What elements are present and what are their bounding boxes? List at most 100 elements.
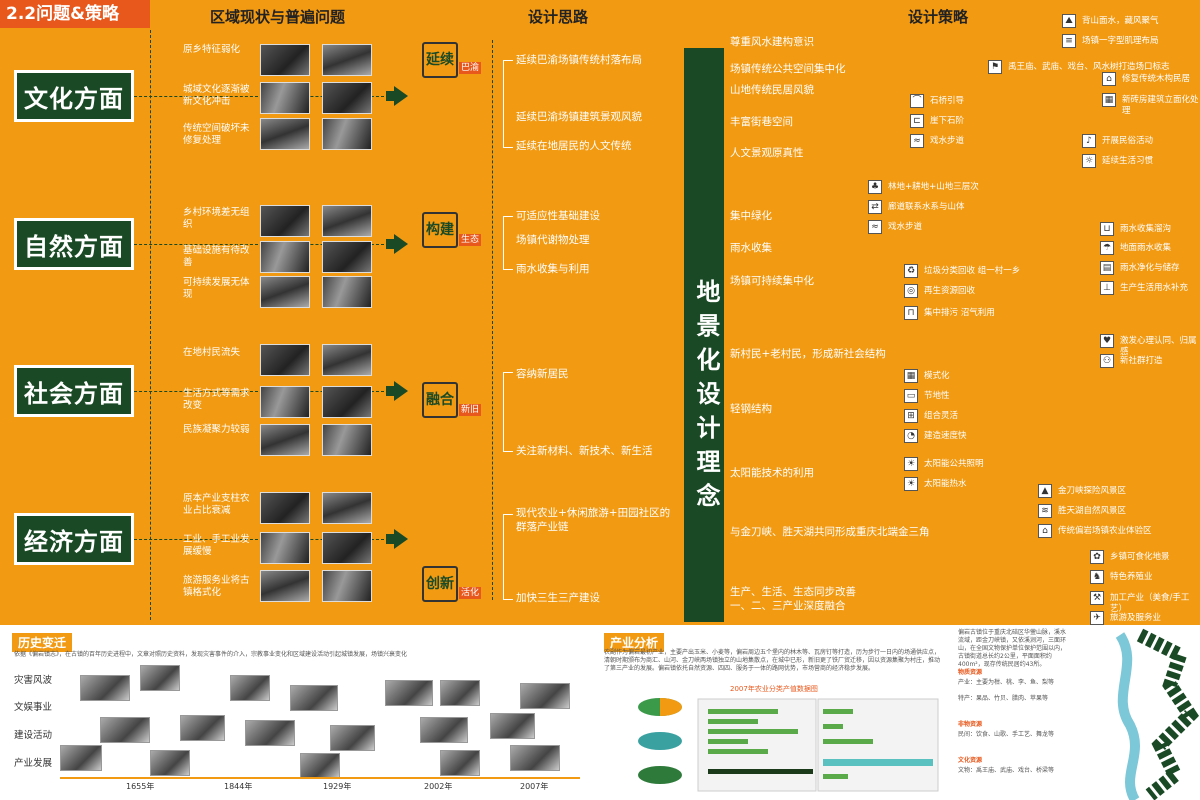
issue-text: 基础设施有待改善 (183, 245, 250, 268)
rain-icon: ☂ (1100, 241, 1114, 255)
timeline-axis (60, 777, 580, 779)
photo (260, 241, 310, 273)
bottom-panel: 历史变迁 依据《偏岩镇志》，在古镇的百年历史进程中，文章对照历史资料，发现灾害事… (0, 625, 1200, 800)
strategy-text: 集中绿化 (730, 210, 772, 222)
sub-strategy: 戏水步道 (930, 136, 965, 146)
idea-text: 延续巴渝场镇建筑景观风貌 (516, 111, 642, 123)
history-photo (490, 713, 535, 739)
strategy-text: 雨水收集 (730, 242, 772, 254)
idea-text: 关注新材料、新技术、新生活 (516, 445, 653, 457)
pie-slice (638, 766, 682, 784)
bracket (503, 372, 513, 452)
history-photo (520, 683, 570, 709)
theme-tag: 新旧 (459, 404, 482, 416)
stairs-icon: ⊏ (910, 114, 924, 128)
history-photo (245, 720, 295, 746)
photo (322, 386, 372, 418)
photo (260, 386, 310, 418)
theme-continue: 延续 (422, 42, 458, 78)
history-photo (290, 685, 338, 711)
bracket (503, 514, 513, 600)
sub-strategy: 节地性 (924, 391, 950, 401)
solar-icon: ☀ (904, 477, 918, 491)
sub-strategy: 建造速度快 (924, 431, 967, 441)
mountain-icon: ⛰ (1062, 14, 1076, 28)
strategy-text: 生产、生活、生态同步改善 (730, 586, 856, 598)
flag-icon: ⚑ (988, 60, 1002, 74)
sub-strategy: 加工产业（美食/手工艺） (1110, 593, 1190, 614)
row-label: 文娱事业 (14, 702, 53, 713)
bar (708, 719, 758, 724)
strategy-text: 一、二、三产业深度融合 (730, 600, 846, 612)
sub-strategy: 修复传统木构民居 (1122, 74, 1191, 84)
header-issues: 区域现状与普遍问题 (210, 8, 346, 26)
water-path-icon: ≈ (868, 220, 882, 234)
history-photo (60, 745, 102, 771)
category-economy: 经济方面 (14, 513, 134, 565)
arrow-head-icon (394, 234, 408, 254)
history-photo (140, 665, 180, 691)
industry-text: 农副作为偏岩最初产业，主要产出玉米、小麦等，偏岩周边五个堡内的林木等、瓦房钉等打… (604, 649, 941, 672)
bar (823, 724, 843, 729)
bar (823, 759, 933, 766)
history-photo (80, 675, 130, 701)
history-text: 依据《偏岩镇志》，在古镇的百年历史进程中，文章对照历史资料，发现灾害事件的介入，… (14, 651, 408, 658)
sub-strategy: 廊道联系水系与山体 (888, 202, 965, 212)
sub-strategy: 延续生活习惯 (1102, 156, 1154, 166)
category-culture: 文化方面 (14, 70, 134, 122)
sub-strategy: 旅游及服务业 (1110, 613, 1162, 623)
connector-line (134, 244, 384, 245)
category-society: 社会方面 (14, 365, 134, 417)
row-label: 灾害风波 (14, 675, 53, 686)
town-map (1115, 628, 1200, 800)
bar (708, 769, 813, 774)
history-photo (510, 745, 560, 771)
photo (322, 118, 372, 150)
sub-strategy: 太阳能热水 (924, 479, 967, 489)
year-label: 1655年 (126, 782, 155, 791)
year-label: 1929年 (323, 782, 352, 791)
arrow-shaft (386, 534, 394, 544)
map-item: 特产：果品、竹贝、腊肉、苹果等 (958, 695, 1049, 702)
sub-strategy: 太阳能公共照明 (924, 459, 984, 469)
sub-strategy: 集中排污 沼气利用 (924, 308, 995, 318)
year-label: 2007年 (520, 782, 549, 791)
photo (260, 205, 310, 237)
speed-icon: ◔ (904, 429, 918, 443)
sub-strategy: 开展民俗活动 (1102, 136, 1154, 146)
industry-title: 产业分析 (604, 633, 665, 652)
bracket (503, 60, 513, 148)
issue-text: 原乡特征弱化 (183, 44, 241, 55)
sub-strategy: 背山面水，藏风聚气 (1082, 16, 1159, 26)
map-section-title: 非物资源 (958, 721, 983, 728)
sub-strategy: 戏水步道 (888, 222, 923, 232)
idea-text: 场镇代谢物处理 (516, 234, 590, 246)
photo (260, 118, 310, 150)
category-nature: 自然方面 (14, 218, 134, 270)
theme-tag: 巴渝 (459, 62, 482, 74)
resource-icon: ◎ (904, 284, 918, 298)
crop-icon: ✿ (1090, 550, 1104, 564)
history-photo (440, 750, 480, 776)
grid-icon: ▦ (904, 369, 918, 383)
year-label: 2002年 (424, 782, 453, 791)
corridor-icon: ⇄ (868, 200, 882, 214)
theme-tag: 活化 (459, 587, 482, 599)
theme-innovate: 创新 (422, 566, 458, 602)
map-section-title: 文化资源 (958, 757, 983, 764)
theme-tag: 生态 (459, 234, 482, 246)
river-path (1115, 632, 1140, 800)
building-icon: ▦ (1102, 93, 1116, 107)
photo (260, 424, 310, 456)
factory-icon: ⚒ (1090, 591, 1104, 605)
strategy-text: 人文景观原真性 (730, 147, 804, 159)
history-photo (100, 717, 150, 743)
history-photo (385, 680, 433, 706)
year-label: 1844年 (224, 782, 253, 791)
bar-panel (697, 698, 817, 792)
combine-icon: ⊞ (904, 409, 918, 423)
issue-text: 传统空间破坏未修复处理 (183, 123, 250, 146)
issue-text: 城域文化逐渐被新文化冲击 (183, 84, 250, 107)
issue-text: 工业、手工业发展缓慢 (183, 534, 250, 557)
divider-line (150, 30, 151, 620)
